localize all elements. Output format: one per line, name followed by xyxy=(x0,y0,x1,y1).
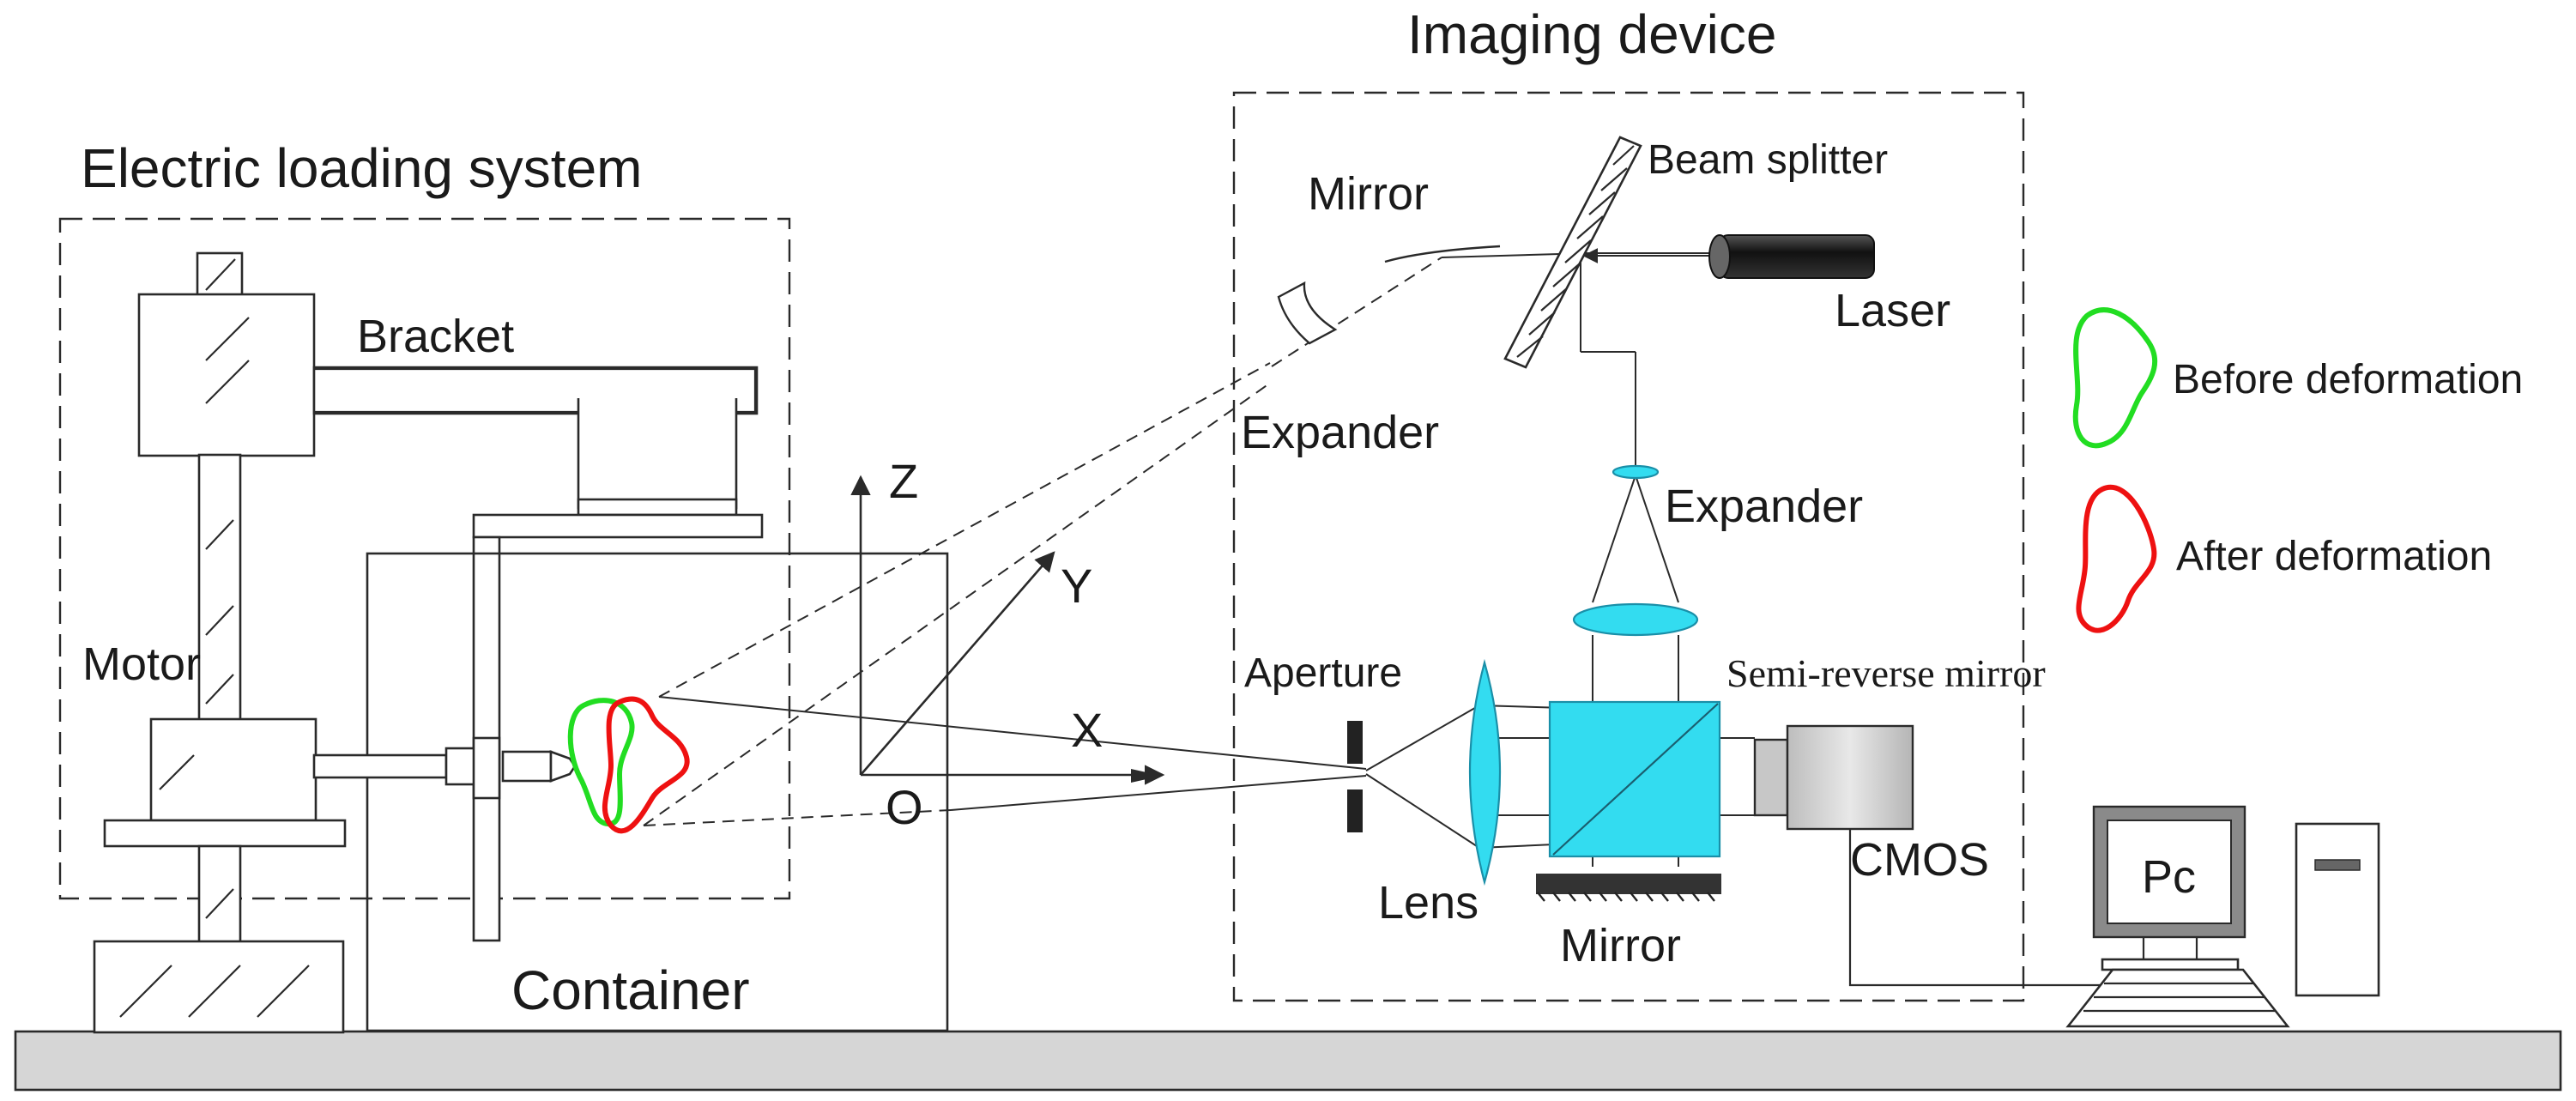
label-semi-reverse-mirror: Semi-reverse mirror xyxy=(1726,651,2046,695)
right-expander xyxy=(1612,464,1660,480)
before-deformation-shape xyxy=(567,698,635,826)
label-beam-splitter: Beam splitter xyxy=(1648,137,1888,183)
label-axis-z: Z xyxy=(889,454,918,508)
label-pc: Pc xyxy=(2142,851,2196,903)
left-expander xyxy=(1277,281,1338,345)
label-origin: O xyxy=(886,780,923,834)
label-container: Container xyxy=(511,959,750,1021)
pc xyxy=(2065,805,2380,1028)
label-laser: Laser xyxy=(1835,285,1950,336)
label-cmos: CMOS xyxy=(1850,834,1989,886)
beam-splitter xyxy=(1503,136,1642,369)
label-mirror-top: Mirror xyxy=(1308,168,1429,220)
laser xyxy=(1708,234,1875,279)
label-electric-loading-system: Electric loading system xyxy=(81,137,642,199)
x-ray-arrow xyxy=(1131,769,1162,783)
imaging-lens xyxy=(1468,658,1502,886)
legend-before-shape xyxy=(2072,307,2158,449)
label-aperture: Aperture xyxy=(1244,650,1402,696)
container-box xyxy=(366,552,949,1032)
cmos-pc-cable xyxy=(1848,829,2113,987)
after-deformation-shape xyxy=(602,696,690,834)
bottom-mirror xyxy=(1536,874,1721,902)
label-bracket: Bracket xyxy=(357,311,514,362)
label-imaging-device: Imaging device xyxy=(1407,3,1776,65)
semi-reverse-mirror-cube xyxy=(1548,700,1721,858)
label-axis-x: X xyxy=(1071,703,1103,757)
aperture xyxy=(1347,721,1363,832)
label-motor: Motor xyxy=(82,638,201,690)
imaging-device-boundary xyxy=(1232,91,2025,1002)
electric-loading-system-boundary xyxy=(58,217,791,900)
legend-before-label: Before deformation xyxy=(2173,357,2523,402)
illumination-rays xyxy=(643,252,1713,826)
label-axis-y: Y xyxy=(1061,559,1092,613)
legend-after-label: After deformation xyxy=(2176,534,2492,579)
top-mirror xyxy=(1384,245,1501,263)
cmos-camera xyxy=(1753,724,1914,831)
label-expander-right: Expander xyxy=(1665,481,1863,532)
loading-rod xyxy=(312,736,577,800)
coordinate-axes xyxy=(850,475,1165,785)
label-lens: Lens xyxy=(1378,877,1478,929)
bracket xyxy=(312,366,764,942)
legend-after-shape xyxy=(2076,484,2157,633)
ground-table xyxy=(14,1030,2562,1092)
label-expander-left: Expander xyxy=(1241,407,1439,458)
collimating-lens xyxy=(1572,602,1699,637)
label-mirror-bottom: Mirror xyxy=(1560,920,1681,971)
loading-column xyxy=(93,251,347,1034)
